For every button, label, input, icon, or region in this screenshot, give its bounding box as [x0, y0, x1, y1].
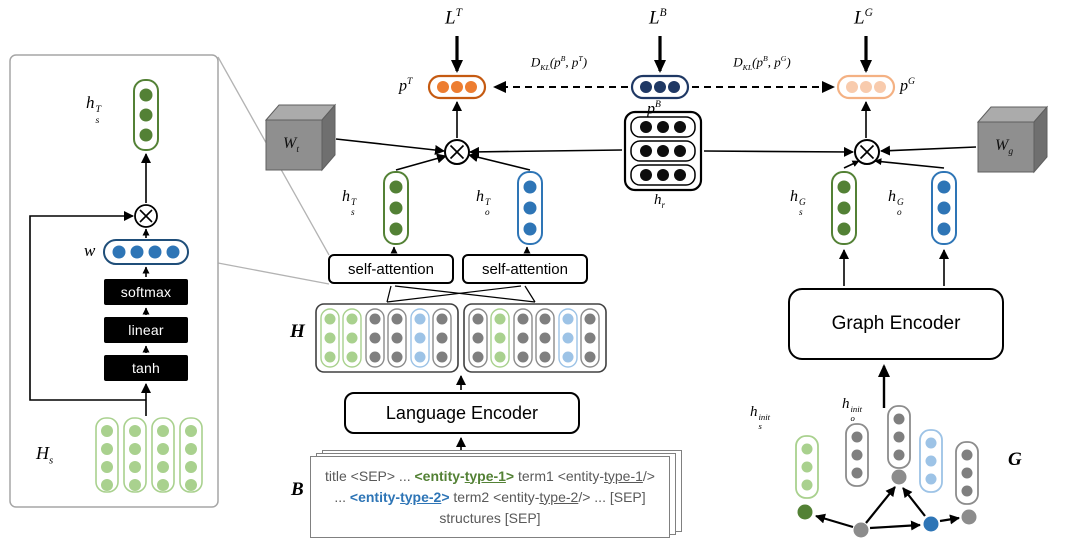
arrow-hsG-to-multiply: [843, 160, 860, 169]
Hs-hidden-states-matrix: [95, 417, 203, 493]
G-label: G: [1008, 449, 1022, 470]
language-encoder-box: Language Encoder: [344, 392, 580, 434]
pT-vector: [427, 74, 487, 100]
input-line-2: ... <entity-type-2> term2 <entity-type-2…: [334, 488, 646, 505]
graph-node-object: [923, 516, 939, 532]
edge-hub-to-subject: [815, 513, 854, 529]
multiply-icon-panel: [134, 204, 158, 228]
edge-hub-to-gray2: [865, 486, 896, 524]
H-token-matrix-1: [315, 303, 459, 373]
graph-node-gray2: [891, 469, 907, 485]
Wt-label: Wt: [283, 135, 299, 156]
H-label: H: [290, 321, 305, 342]
self-attention-box-object: self-attention: [462, 254, 588, 284]
Wg-label: Wg: [995, 137, 1014, 158]
loss-arrows: [451, 36, 872, 73]
graph-encoder-box: Graph Encoder: [788, 288, 1004, 360]
loss-B-label: LB: [649, 7, 667, 29]
graph-init-vector-gray-2: [887, 405, 911, 469]
pB-label: pB: [647, 99, 661, 118]
arrow-hr-to-right-multiply: [703, 146, 854, 157]
graph-init-vector-gray-1: [845, 423, 869, 487]
graph-node-subject: [797, 504, 813, 520]
input-line-1: title <SEP> ... <entity-type-1> term1 <e…: [325, 467, 655, 484]
graph-init-vector-subject: [795, 435, 819, 499]
attention-weight-vector: [103, 239, 189, 265]
arrow-hsT-to-multiply: [395, 153, 447, 171]
input-sequence-box: title <SEP> ... <entity-type-1> term1 <e…: [310, 456, 670, 538]
hsG-vector: [831, 171, 857, 245]
hoT-vector: [517, 171, 543, 245]
hsT-vector: [383, 171, 409, 245]
multiply-icon-right: [854, 139, 880, 165]
arrow-hoT-to-multiply: [468, 152, 531, 171]
Wg-weight-cube: [976, 105, 1049, 174]
tanh-box: tanh: [104, 355, 188, 381]
pG-label: pG: [900, 76, 915, 95]
loss-G-label: LG: [854, 7, 873, 29]
B-label: B: [291, 479, 304, 500]
edge-object-to-gray2: [902, 487, 926, 517]
pG-vector: [836, 74, 896, 100]
linear-box: linear: [104, 317, 188, 343]
Hs-label: Hs: [36, 443, 54, 467]
kl-divergence-BT-label: DKL(pB, pT): [530, 54, 588, 72]
arrow-hoG-to-multiply: [874, 158, 945, 169]
graph-init-vector-object: [919, 429, 943, 493]
arrow-hr-to-left-multiply: [469, 146, 623, 157]
Wt-weight-cube: [264, 103, 337, 172]
loss-T-label: LT: [445, 7, 462, 29]
hr-relation-matrix: [623, 110, 703, 192]
softmax-box: softmax: [104, 279, 188, 305]
graph-node-gray3: [961, 509, 977, 525]
H-token-matrix-2: [463, 303, 607, 373]
arrow-Wg-to-multiply: [880, 145, 977, 156]
self-attention-box-subject: self-attention: [328, 254, 454, 284]
pT-label: pT: [399, 76, 413, 95]
multiply-icon-left: [444, 139, 470, 165]
attention-cross-lines: [386, 285, 536, 303]
edge-hub-to-object: [869, 520, 921, 531]
graph-init-vector-gray-3: [955, 441, 979, 505]
hsT-vector-panel: [133, 79, 159, 151]
graph-node-hub: [853, 522, 869, 538]
input-line-3: structures [SEP]: [439, 509, 541, 526]
edge-object-to-gray3: [939, 514, 960, 525]
kl-divergence-BG-label: DKL(pB, pG): [733, 54, 791, 72]
hr-label: hr: [654, 192, 666, 210]
arrow-Wt-to-multiply: [335, 138, 445, 155]
hoG-vector: [931, 171, 957, 245]
w-label: w: [84, 241, 96, 260]
skip-connection-line: [29, 211, 146, 401]
input-graph: [795, 405, 979, 538]
graph-edges: [815, 486, 960, 531]
pB-vector: [630, 74, 690, 100]
